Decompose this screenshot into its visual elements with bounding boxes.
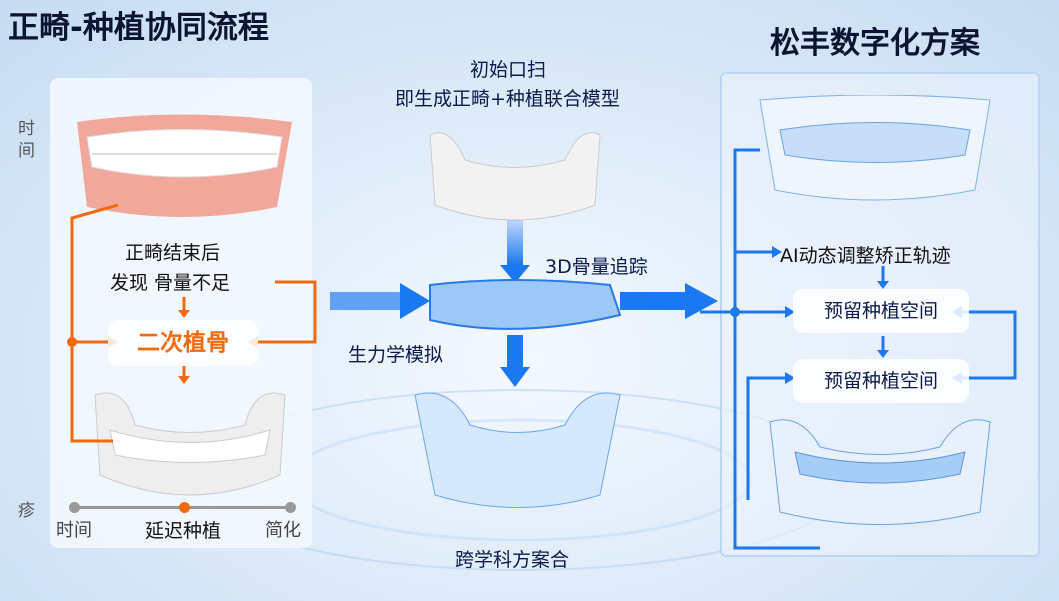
middle-heading-line1: 初始口扫 [470, 59, 547, 81]
orange-connectors [67, 203, 317, 443]
lower-teeth-model-image [94, 392, 286, 496]
flow-arrows [330, 220, 718, 387]
biomechanics-label: 生力学模拟 [348, 344, 444, 366]
bone-graft-box: 二次植骨 [108, 320, 258, 366]
reserve-space-step-1: 预留种植空间 [793, 289, 969, 333]
side-label-bottom: 疹 [18, 501, 35, 521]
solution-title: 松丰数字化方案 [770, 26, 980, 61]
bone-tracking-label: 3D骨量追踪 [545, 256, 648, 278]
scan-model-image [429, 132, 601, 221]
wireframe-model-image [414, 392, 621, 508]
timeline-label: 时间 [56, 520, 92, 541]
full-teeth-model-image [77, 114, 292, 217]
finding-line2: 发现 骨量不足 [110, 272, 231, 294]
lower-wireframe-image [769, 419, 991, 525]
timeline-dot [69, 502, 80, 513]
side-label-top: 时间 [18, 119, 35, 161]
timeline-dot-active [179, 502, 190, 513]
page-title: 正畸-种植协同流程 [8, 10, 269, 46]
timeline-label: 延迟种植 [145, 520, 222, 542]
ai-adjust-step: AI动态调整矫正轨迹 [780, 245, 951, 267]
middle-heading-line2: 即生成正畸+种植联合模型 [395, 88, 620, 110]
upper-wireframe-image [759, 95, 991, 201]
finding-line1: 正畸结束后 [125, 242, 221, 264]
reserve-space-step-2: 预留种植空间 [793, 359, 969, 403]
interdisciplinary-label: 跨学科方案合 [455, 549, 570, 571]
timeline-label: 简化 [265, 520, 301, 541]
timeline-dot [285, 502, 296, 513]
blue-connectors [700, 148, 1017, 550]
